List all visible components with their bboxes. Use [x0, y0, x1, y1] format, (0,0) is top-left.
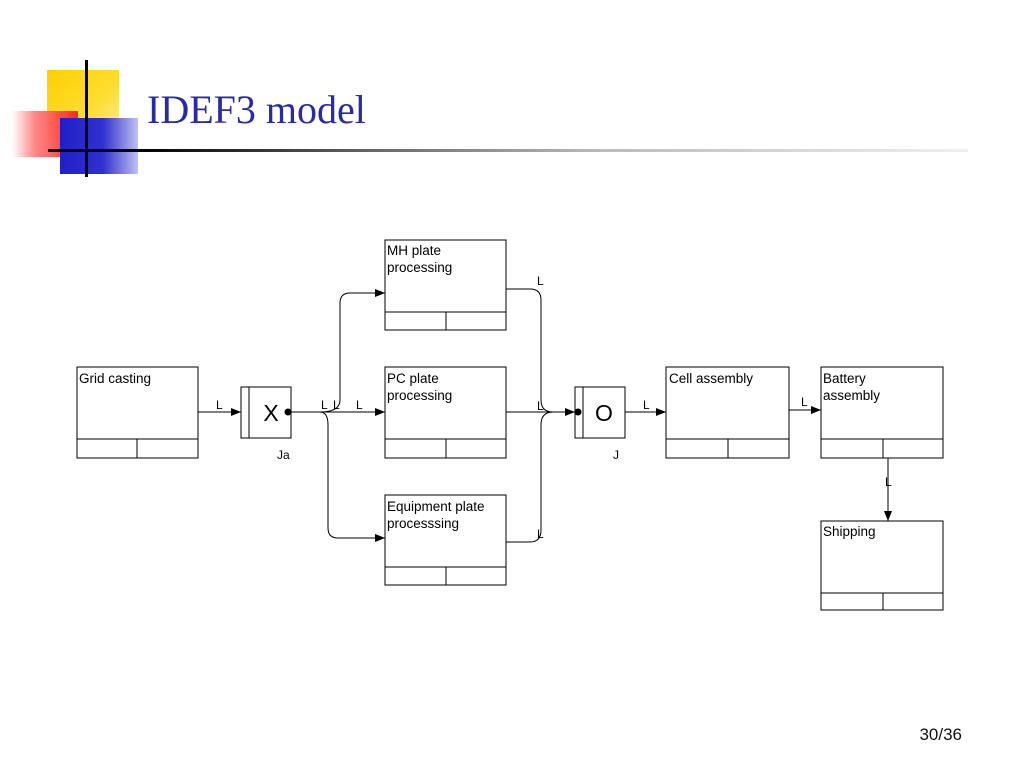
uob-pc-plate: PC plate processing	[384, 366, 507, 459]
j-input-dot	[574, 408, 582, 416]
slide-title: IDEF3 model	[147, 87, 366, 132]
uob-mh-plate-label-1: MH plate	[387, 243, 441, 258]
uob-mh-plate-label-2: processing	[387, 260, 452, 275]
uob-shipping: Shipping	[820, 520, 944, 611]
logo-blue-square	[60, 118, 138, 174]
links	[198, 288, 892, 543]
uob-cell-assembly-label: Cell assembly	[669, 371, 753, 386]
link-mh-to-j	[506, 288, 554, 413]
link-label-mh-j: L	[537, 274, 544, 288]
junction-ja-symbol: X	[263, 400, 278, 426]
uob-battery-assembly-label-2: assembly	[823, 388, 880, 403]
uob-grid-casting: Grid casting	[76, 366, 199, 459]
uob-grid-casting-label: Grid casting	[79, 371, 151, 386]
link-label-ja-mh: L	[321, 398, 328, 412]
title-underline	[48, 149, 968, 152]
title-logo	[0, 0, 140, 180]
uob-equipment-plate-label-1: Equipment plate	[387, 499, 485, 514]
link-label-equip-j: L	[537, 527, 544, 541]
uob-cell-assembly: Cell assembly	[665, 366, 790, 459]
uob-shipping-label: Shipping	[823, 524, 876, 539]
uob-pc-plate-label-1: PC plate	[387, 371, 439, 386]
uob-equipment-plate-label-2: processsing	[387, 516, 459, 531]
ja-output-dot	[284, 408, 292, 416]
link-label-j-cell: L	[643, 398, 650, 412]
uob-pc-plate-label-2: processing	[387, 388, 452, 403]
link-label-pc-j: L	[537, 399, 544, 413]
link-label-battery-shipping: L	[885, 475, 892, 489]
junction-j: O J	[574, 386, 626, 462]
uob-battery-assembly-label-1: Battery	[823, 371, 866, 386]
link-label-grid-ja: L	[216, 398, 223, 412]
junction-ja-label: Ja	[277, 448, 290, 462]
link-ja-to-equip	[319, 411, 385, 542]
junction-j-label: J	[613, 448, 619, 462]
link-ja-to-mh	[319, 289, 385, 413]
link-label-ja-equip: L	[333, 398, 340, 412]
page-number: 30/36	[919, 725, 962, 744]
link-label-ja-pc: L	[356, 398, 363, 412]
junction-ja: X Ja	[240, 386, 292, 462]
link-labels: L L L L L L L L L L	[216, 274, 892, 541]
uob-battery-assembly: Battery assembly	[820, 366, 944, 459]
link-equip-to-j	[506, 411, 554, 543]
logo-vertical-line	[85, 60, 88, 177]
uob-mh-plate: MH plate processing	[384, 239, 507, 331]
junction-j-symbol: O	[595, 400, 613, 426]
link-label-cell-battery: L	[801, 395, 808, 409]
uob-equipment-plate: Equipment plate processsing	[384, 494, 507, 586]
